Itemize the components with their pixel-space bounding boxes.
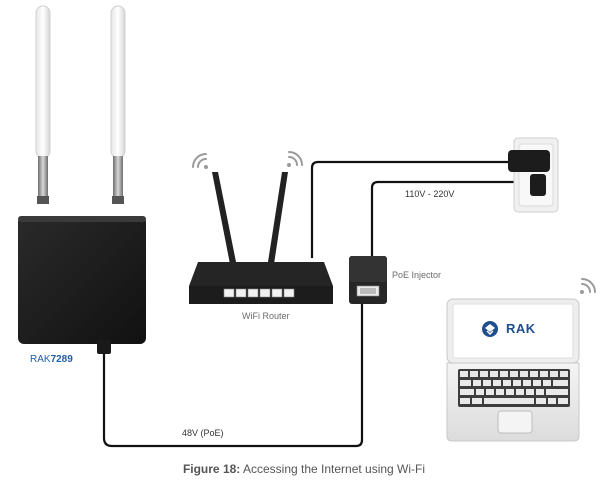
wifi-signal-icon-left bbox=[192, 153, 208, 169]
rak-logo-icon bbox=[482, 321, 498, 337]
left-antenna-radome bbox=[35, 5, 51, 159]
laptop-screen bbox=[452, 303, 574, 359]
router-uplink-cable bbox=[310, 160, 508, 258]
router-ports bbox=[223, 288, 295, 298]
poe-injector bbox=[349, 256, 387, 304]
laptop-keys bbox=[460, 371, 568, 404]
wifi-signal-icon-right bbox=[287, 151, 303, 167]
laptop bbox=[446, 278, 596, 442]
poe-injector-label: PoE Injector bbox=[392, 270, 442, 280]
device-label: RAK7289 bbox=[30, 354, 73, 365]
router-antenna-right bbox=[268, 172, 288, 264]
left-antenna-base bbox=[38, 156, 48, 202]
voltage-label: 110V - 220V bbox=[405, 189, 455, 199]
right-antenna-radome bbox=[110, 5, 126, 159]
device-label-prefix: RAK bbox=[30, 354, 51, 365]
rak7289-gateway bbox=[18, 5, 146, 354]
wifi-router bbox=[189, 151, 333, 304]
cables bbox=[102, 160, 532, 448]
right-antenna-base bbox=[113, 156, 123, 202]
laptop-logo-text: RAK bbox=[506, 321, 536, 336]
power-adapter-plug bbox=[508, 150, 550, 172]
poe-cable-label: 48V (PoE) bbox=[182, 428, 224, 438]
router-label: WiFi Router bbox=[242, 311, 290, 321]
device-label-model: 7289 bbox=[50, 354, 73, 365]
poe-cable bbox=[102, 302, 364, 448]
gateway-body bbox=[18, 216, 146, 344]
figure-number: Figure 18: bbox=[182, 462, 241, 476]
laptop-trackpad bbox=[497, 410, 533, 434]
wall-outlet bbox=[508, 137, 559, 213]
wifi-signal-icon-laptop bbox=[580, 278, 596, 294]
power-plug bbox=[530, 174, 546, 196]
figure-caption-text: Accessing the Internet using Wi-Fi bbox=[240, 462, 426, 476]
power-cable bbox=[370, 180, 532, 258]
laptop-keyboard bbox=[458, 369, 570, 407]
gateway-connector bbox=[97, 340, 111, 354]
router-antenna-left bbox=[212, 172, 236, 264]
figure-caption: Figure 18: Accessing the Internet using … bbox=[0, 462, 608, 476]
